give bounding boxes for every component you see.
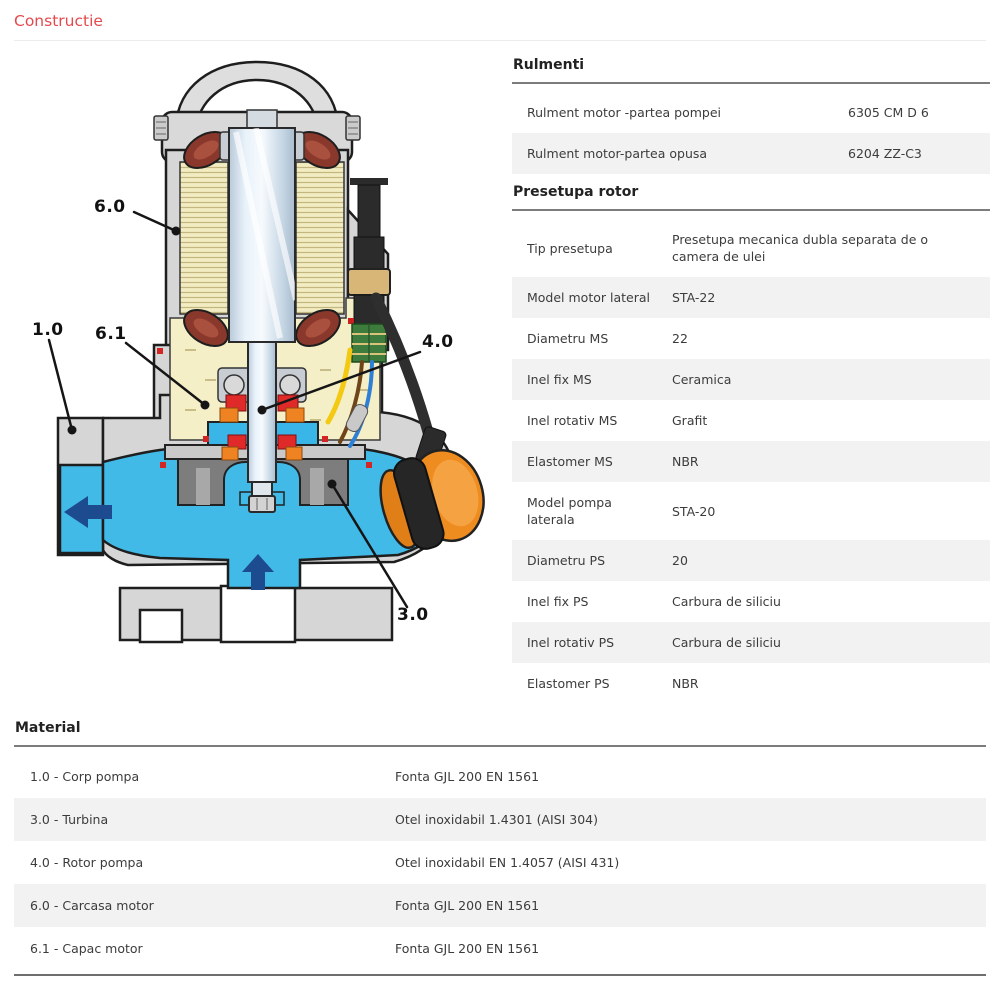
table-row: Inel fix PS Carbura de siliciu [512,581,990,622]
table-row: Model pompa laterala STA-20 [512,482,990,540]
spec-value: NBR [672,454,699,469]
impeller-vane-slot [310,468,324,505]
spec-label: 6.0 - Carcasa motor [30,898,154,913]
table-row: Rulment motor-partea opusa 6204 ZZ-C3 [512,133,990,174]
table-row: Elastomer PS NBR [512,663,990,704]
spec-value: Otel inoxidabil EN 1.4057 (AISI 431) [395,855,620,870]
table-row: Inel rotativ MS Grafit [512,400,990,441]
table-row: Inel rotativ PS Carbura de siliciu [512,622,990,663]
stator-winding-right [295,161,345,315]
title-divider [14,40,986,41]
spec-value: Fonta GJL 200 EN 1561 [395,941,540,956]
table-row: Inel fix MS Ceramica [512,359,990,400]
spec-label: Model pompa laterala [527,495,612,527]
spec-value: NBR [672,676,699,691]
spec-value: 6305 CM D 6 [848,105,929,120]
terminal-block [351,323,387,363]
spec-label: Inel fix PS [527,594,589,609]
spec-value: 6204 ZZ-C3 [848,146,922,161]
page-bottom-divider [14,974,986,976]
coil-end-highlights [193,140,331,338]
pump-cross-section-diagram [47,60,485,644]
float-cable [370,292,434,438]
coil-ends [183,131,341,347]
impeller [177,457,349,506]
spec-value: Fonta GJL 200 EN 1561 [395,898,540,913]
spec-value: Carbura de siliciu [672,594,781,609]
spec-value: Otel inoxidabil 1.4301 (AISI 304) [395,812,599,827]
presetupa-title: Presetupa rotor [512,182,990,211]
table-row: 3.0 - Turbina Otel inoxidabil 1.4301 (AI… [14,798,986,841]
spec-label: 4.0 - Rotor pompa [30,855,144,870]
shaft-nut [248,495,276,513]
wire-yellow [325,347,353,425]
inflow-arrow [242,554,274,590]
presetupa-table: Presetupa rotor Tip presetupa Presetupa … [512,182,990,704]
callout-3-0: 3.0 [397,605,429,625]
spec-value: Carbura de siliciu [672,635,781,650]
table-row: Rulment motor -partea pompei 6305 CM D 6 [512,92,990,133]
ball-bearing [279,374,301,396]
base-notch [138,608,184,644]
spec-label: Inel rotativ PS [527,635,615,650]
table-row: Elastomer MS NBR [512,441,990,482]
material-table: Material 1.0 - Corp pompa Fonta GJL 200 … [14,718,986,970]
callout-dots [67,226,337,489]
spec-value: Presetupa mecanica dubla separata de o c… [672,232,929,264]
spec-label: Elastomer MS [527,454,613,469]
spec-label: Diametru MS [527,331,609,346]
impeller-vane-slot [196,468,210,505]
ball-bearing [223,374,245,396]
rulmenti-table: Rulmenti Rulment motor -partea pompei 63… [512,55,990,174]
spec-label: 6.1 - Capac motor [30,941,143,956]
table-row: Diametru PS 20 [512,540,990,581]
spec-tables-column: Rulmenti Rulment motor -partea pompei 63… [512,55,990,704]
spec-label: 3.0 - Turbina [30,812,109,827]
callout-6-0: 6.0 [94,197,126,217]
spec-label: Rulment motor-partea opusa [527,146,708,161]
rotor-streaks [233,128,295,339]
spec-label: Elastomer PS [527,676,610,691]
spec-label: Tip presetupa [527,240,613,256]
callout-6-1: 6.1 [95,324,127,344]
section-title-constructie: Constructie [14,12,103,30]
table-row: 1.0 - Corp pompa Fonta GJL 200 EN 1561 [14,755,986,798]
wire-brown [338,360,364,444]
spec-label: Model motor lateral [527,290,650,305]
spec-label: Diametru PS [527,553,606,568]
spec-value: 22 [672,331,688,346]
table-row: Model motor lateral STA-22 [512,277,990,318]
spec-value: STA-20 [672,503,716,519]
wire-braid-sleeve [345,403,369,433]
outflow-arrow [64,496,112,528]
material-title: Material [14,718,986,747]
base-inlet-opening [219,584,297,644]
spec-value: 20 [672,553,688,568]
rulmenti-title: Rulmenti [512,55,990,84]
stator-winding-left [179,161,229,315]
spec-value: Fonta GJL 200 EN 1561 [395,769,540,784]
callout-leader-lines [47,210,422,609]
spec-label: Rulment motor -partea pompei [527,105,721,120]
table-row: Diametru MS 22 [512,318,990,359]
spec-value: STA-22 [672,290,716,305]
mechanical-seal-lower [221,434,303,461]
table-row: 4.0 - Rotor pompa Otel inoxidabil EN 1.4… [14,841,986,884]
pump-diagram-area: 6.0 1.0 6.1 4.0 3.0 [0,50,500,675]
float-switch [379,448,485,550]
power-cable-gland [347,178,391,326]
spec-label: 1.0 - Corp pompa [30,769,140,784]
spec-label: Inel fix MS [527,372,592,387]
table-row: Tip presetupa Presetupa mecanica dubla s… [512,219,990,277]
table-row: 6.1 - Capac motor Fonta GJL 200 EN 1561 [14,927,986,970]
table-row: 6.0 - Carcasa motor Fonta GJL 200 EN 156… [14,884,986,927]
callout-4-0: 4.0 [422,332,454,352]
spec-label: Inel rotativ MS [527,413,618,428]
spec-value: Ceramica [672,372,732,387]
callout-1-0: 1.0 [32,320,64,340]
spec-value: Grafit [672,413,708,428]
